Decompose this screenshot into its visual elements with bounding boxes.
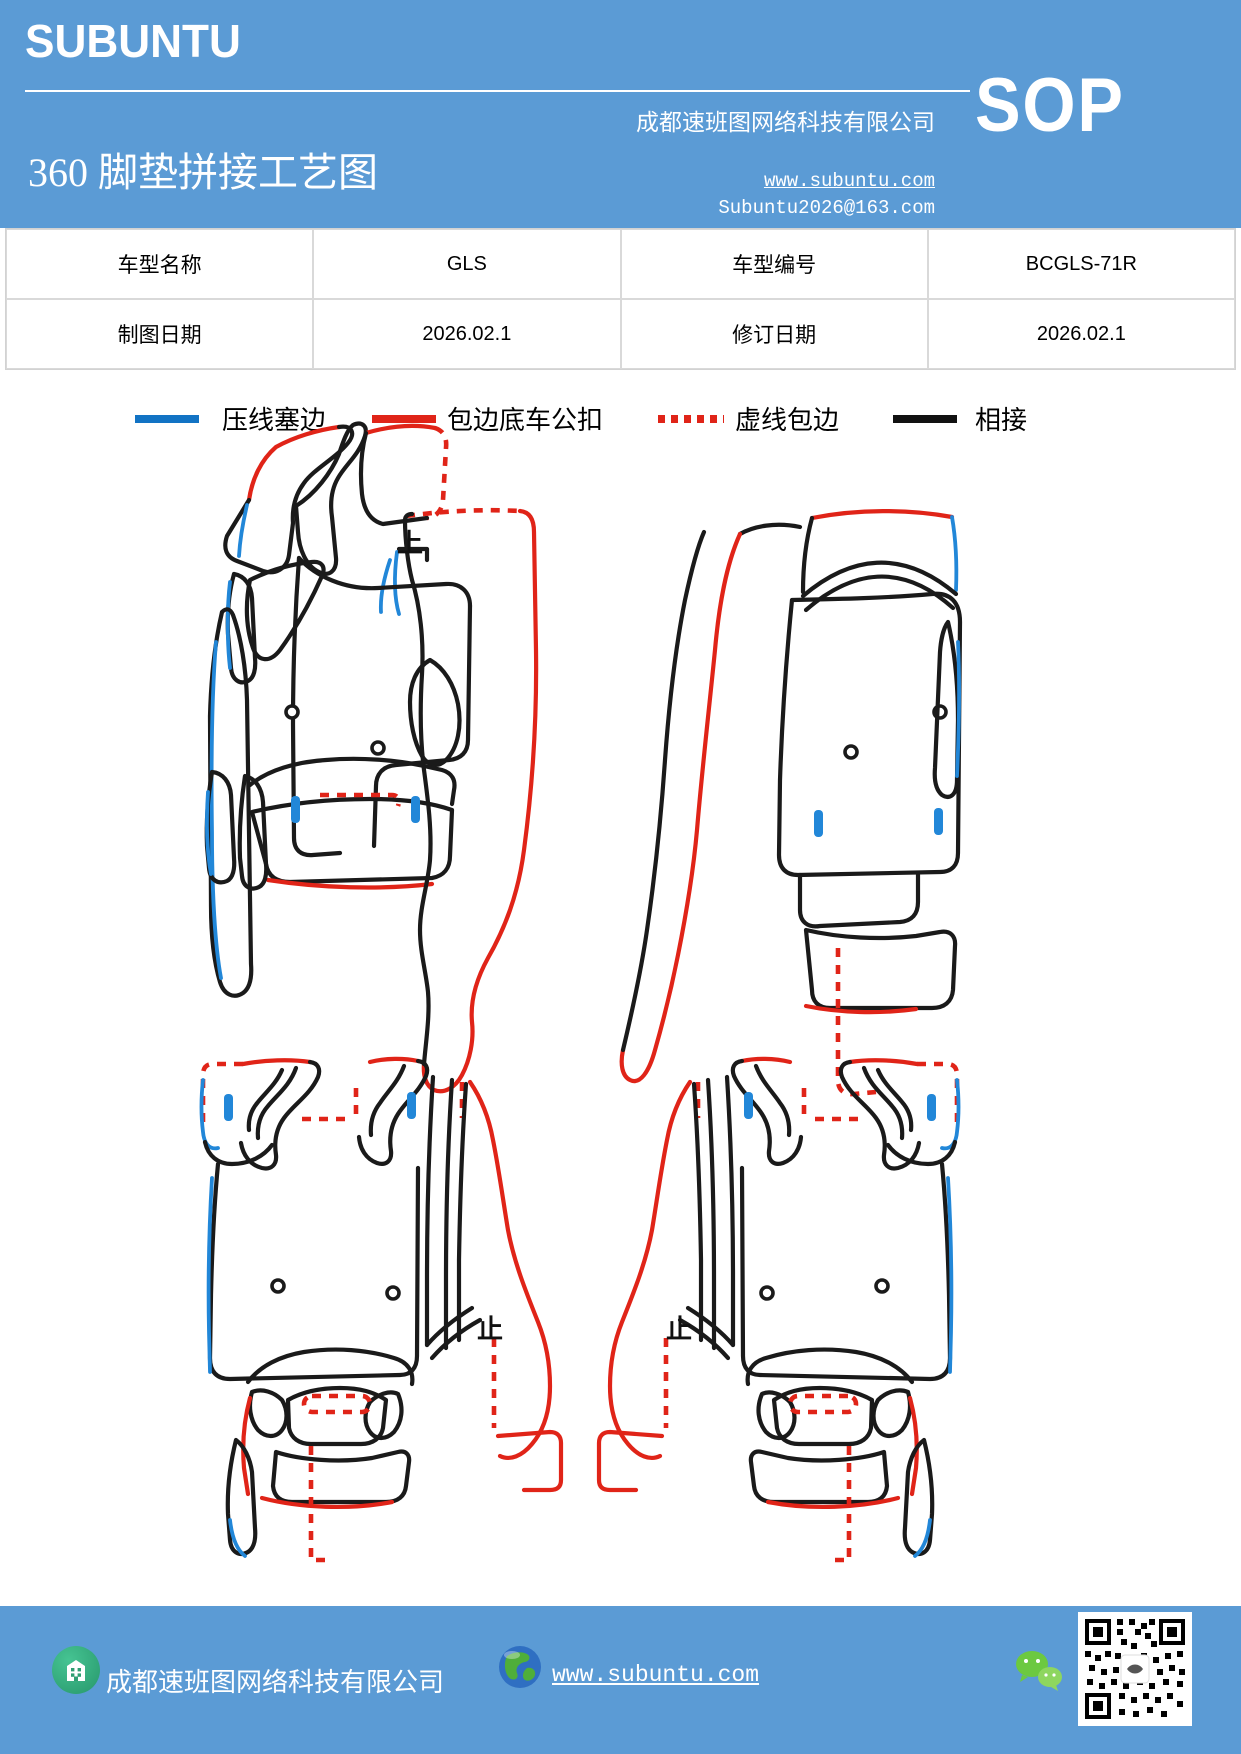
table-label-model-name: 车型名称 [6,229,314,299]
mat-diagram-front-right [619,509,963,1097]
company-building-icon [52,1646,100,1694]
header-company-name: 成都速班图网络科技有限公司 [636,110,935,135]
annotation-up-mark: 上 [397,529,423,558]
table-value-model-code: BCGLS-71R [927,229,1235,299]
mat-diagram-rear-left [199,1056,564,1563]
sop-label: SOP [975,63,1125,148]
page-title: 360 脚垫拼接工艺图 [28,150,378,195]
legend-label-bind-edge: 包边底车公扣 [447,406,604,435]
table-value-draw-date: 2026.02.1 [313,299,621,369]
footer-website-link[interactable]: www.subuntu.com [552,1662,760,1688]
header-banner: SUBUNTU 360 脚垫拼接工艺图 成都速班图网络科技有限公司 www.su… [0,0,1241,228]
header-divider-line [25,90,970,92]
mat-diagram-front-left [204,421,539,1094]
legend-swatch-black-line [893,415,957,423]
legend-label-join: 相接 [975,406,1028,435]
legend-label-dashed-bind: 虚线包边 [735,406,840,435]
wechat-icon [1012,1648,1064,1694]
qr-code [1078,1612,1192,1726]
legend-label-press-edge: 压线塞边 [222,406,327,435]
brand-logo-text: SUBUNTU [25,15,241,67]
globe-icon [497,1644,543,1690]
table-label-revise-date: 修订日期 [620,299,928,369]
legend-swatch-red-dotted-line [658,415,724,423]
mat-diagrams-canvas: 上 [0,420,1241,1605]
footer-company-name: 成都速班图网络科技有限公司 [106,1668,445,1697]
annotation-stop-mark-left: 止 [477,1315,503,1344]
header-website-link[interactable]: www.subuntu.com [763,170,935,192]
table-value-revise-date: 2026.02.1 [927,299,1235,369]
legend-swatch-red-line [372,415,436,423]
footer-banner: 成都速班图网络科技有限公司 www.subuntu.com [0,1606,1241,1754]
line-type-legend: 压线塞边 包边底车公扣 虚线包边 相接 [0,398,1241,450]
table-value-model-name: GLS [313,229,621,299]
table-label-model-code: 车型编号 [620,229,928,299]
annotation-stop-mark-right: 止 [666,1315,692,1344]
header-email: Subuntu2026@163.com [718,197,935,219]
vehicle-info-table: 车型名称 GLS 车型编号 BCGLS-71R 制图日期 2026.02.1 修… [5,228,1236,370]
mat-diagram-rear-right [599,1059,959,1560]
legend-swatch-blue-line [135,415,199,423]
table-label-draw-date: 制图日期 [6,299,314,369]
